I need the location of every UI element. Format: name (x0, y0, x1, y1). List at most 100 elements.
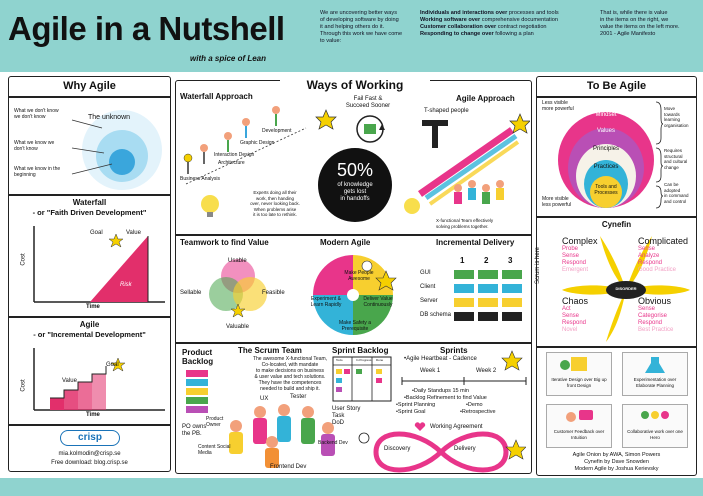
inc-row-db: DB schema (420, 312, 452, 318)
divider (175, 234, 532, 236)
inc-row-client: Client (420, 284, 436, 290)
venn-label-usable: Usable (228, 258, 247, 264)
sprint-refinement: •Backlog Refinement to find Value (404, 395, 487, 401)
inc-row-gui: GUI (420, 270, 431, 276)
crisp-logo: crisp (60, 430, 120, 446)
scrum-team-title: The Scrum Team (238, 346, 302, 355)
download-link[interactable]: Free download: blog.crisp.se (51, 460, 128, 466)
wf-step-interaction-design: Interaction Design (214, 152, 255, 158)
team-icon (641, 411, 669, 419)
discovery-label: Discovery (384, 446, 411, 452)
working-agreement: Working Agreement (430, 424, 483, 430)
feedback-icon (566, 410, 593, 422)
product-backlog-stack (186, 370, 208, 413)
waterfall-goal: Goal (90, 230, 103, 236)
quad-label-people: Make People Awesome (344, 270, 374, 282)
sprint-demo: •Demo (466, 402, 483, 408)
venn-label-feasible: Feasible (262, 290, 285, 296)
agile-onion (558, 112, 654, 208)
credits: Agile Onion by AWA, Simon Powers Cynefin… (572, 452, 661, 472)
sprint-retro: •Retrospective (460, 409, 496, 415)
goal-star-icon (315, 109, 337, 130)
star-icon (505, 439, 526, 460)
to-be-agile-title: To Be Agile (586, 80, 647, 92)
waterfall-title: Waterfall (72, 198, 107, 207)
manifesto-intro: We are uncovering better ways of develop… (320, 10, 403, 44)
divider (536, 346, 697, 348)
stat-big: 50% (336, 160, 374, 180)
agile-risk-step (78, 382, 92, 410)
week2-label: Week 2 (476, 368, 497, 374)
unknown-circles-diagram (71, 110, 162, 190)
label-known-knowns: What we know in the beginning (14, 166, 61, 178)
waterfall-risk: Risk (120, 282, 132, 288)
venn-sellable (209, 277, 243, 311)
sprint-timeline (401, 377, 527, 385)
divider (8, 96, 171, 98)
waterfall-approach-title: Waterfall Approach (180, 92, 253, 101)
money-icon (364, 124, 376, 134)
waterfall-subtitle: - or "Faith Driven Development" (32, 208, 147, 217)
person-icon (253, 418, 267, 444)
quad-label-safety: Make Safety a Prerequisite (339, 320, 371, 332)
role-backend: Backend Dev (318, 440, 348, 446)
onion-note-learning: Move towards learning organisation (664, 106, 689, 128)
disorder-center (606, 281, 646, 299)
person-icon (277, 416, 291, 442)
agile-value: Value (62, 378, 77, 384)
stat-circle (318, 148, 392, 222)
heartbeat-label: •Agile Heartbeat - Cadence (404, 356, 477, 362)
goal-star-icon (108, 233, 124, 248)
waterfall-approach-diagram (183, 106, 337, 217)
agile-risk-step (50, 398, 64, 410)
inc-row-server: Server (420, 298, 438, 304)
divider (536, 216, 697, 218)
role-ux: UX (260, 396, 269, 402)
heart-icon (414, 422, 426, 431)
waterfall-chart (33, 226, 165, 303)
disorder-label: DISORDER (615, 286, 637, 291)
skull-icon (358, 432, 370, 444)
author-email: mia.kolmodin@crisp.se (58, 451, 121, 457)
role-frontend: Frontend Dev (270, 464, 307, 470)
onion-label-values: Values (597, 128, 615, 134)
venn-diagram (209, 259, 267, 318)
card-experimentation: Experimentation over Elaborate Planning (622, 352, 688, 396)
divider (175, 342, 532, 344)
person-icon (321, 434, 335, 456)
inc-col-2: 2 (484, 256, 489, 265)
stat-small: of knowledge gets lost in handoffs (337, 182, 373, 202)
label-known-unknowns: What we know we don't know (14, 140, 55, 152)
unknown-label: The unknown (88, 114, 131, 121)
teamwork-title: Teamwork to find Value (180, 238, 269, 247)
venn-label-valuable: Valuable (226, 324, 249, 330)
manifesto-closing: That is, while there is value in the ite… (600, 10, 680, 37)
wf-step-architecture: Architecture (218, 160, 245, 166)
page-subtitle: with a spice of Lean (190, 54, 267, 63)
waterfall-risk-area (90, 236, 148, 302)
product-backlog-title: Product Backlog (182, 348, 214, 366)
scrum-team-people (229, 404, 335, 468)
discovery-delivery-loop (358, 431, 526, 473)
cynefin-complicated: Complicated Sense Analyze Respond Good P… (638, 236, 689, 273)
divider (8, 194, 171, 196)
card-customer-feedback: Customer Feedback over Intuition (546, 404, 612, 448)
experts-note: Experts doing all their work, then handi… (250, 190, 300, 217)
venn-label-sellable: Sellable (180, 290, 202, 296)
onion-label-practices: Practices (593, 164, 619, 170)
agile-approach-diagram (404, 113, 530, 214)
role-content: Content Social Media (198, 444, 231, 456)
agile-risk-step (92, 374, 106, 410)
sprint-daily: •Daily Standups 15 min (412, 388, 469, 394)
scrum-here-label: Scrum is here (535, 246, 542, 285)
sprint-goal: •Sprint Goal (396, 409, 426, 415)
agile-chart (33, 348, 165, 411)
inc-col-1: 1 (460, 256, 465, 265)
onion-note-structural: Requires structural and cultural change (664, 148, 688, 170)
why-agile-title: Why Agile (63, 80, 116, 92)
onion-label-mindset: Mindset (595, 112, 617, 118)
quad-label-experiment: Experiment & Learn Rapidly (310, 296, 342, 308)
manifesto-values: Individuals and interactions over proces… (420, 10, 559, 37)
agile-risk-step (64, 390, 78, 410)
person-icon (301, 418, 315, 444)
